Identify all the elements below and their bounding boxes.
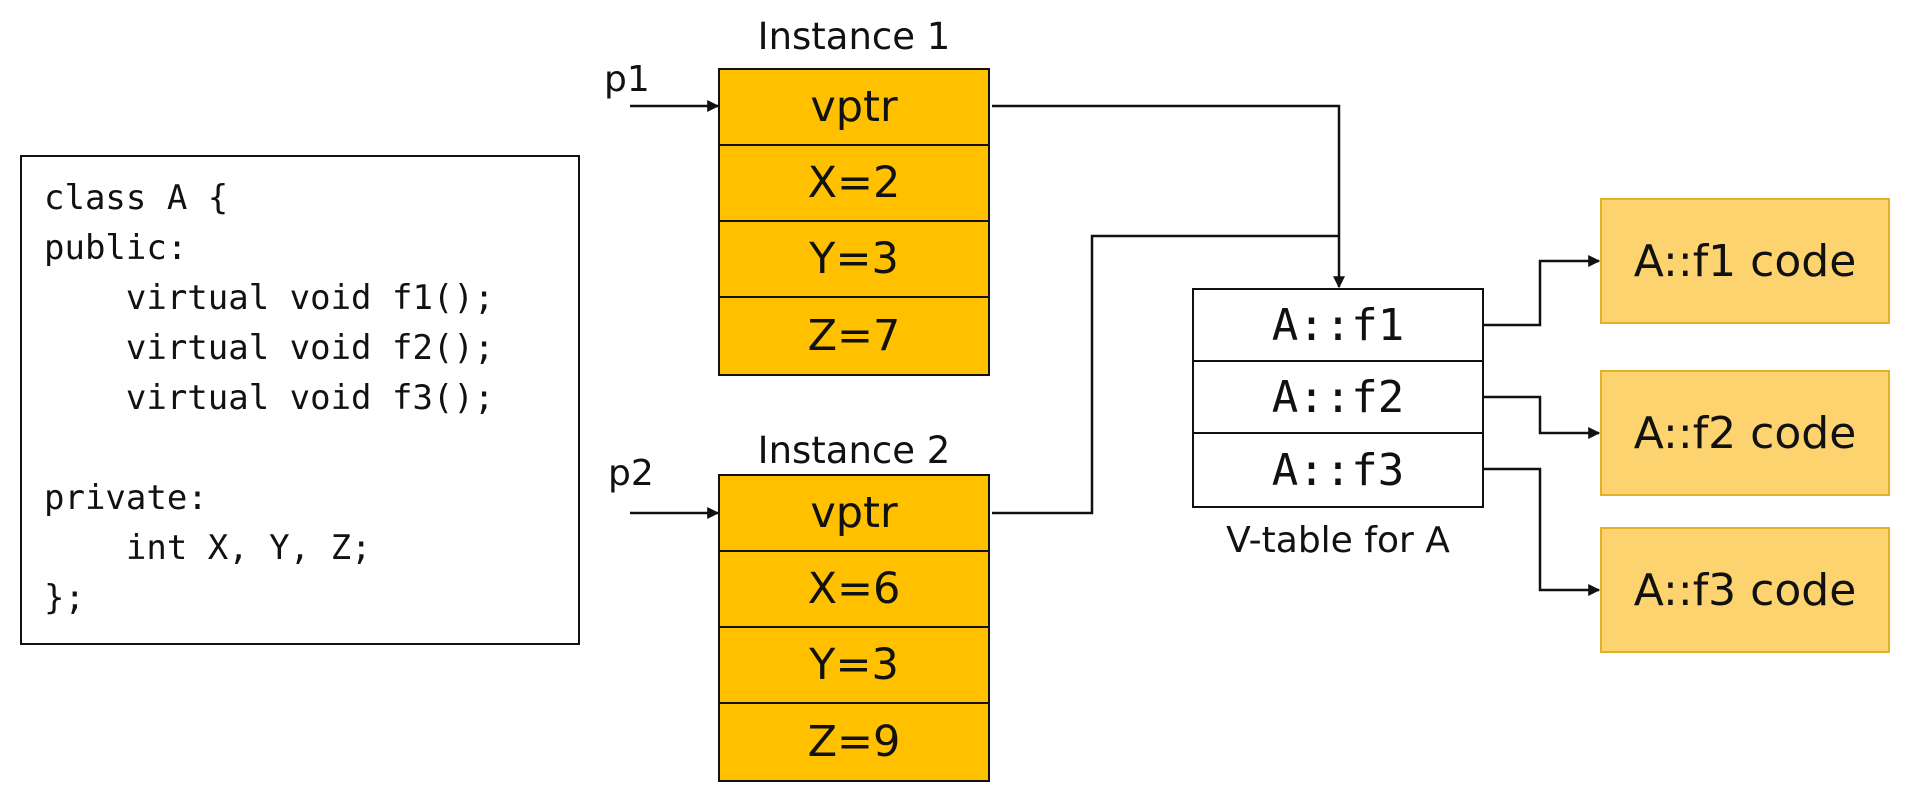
code-line: virtual void f3(); xyxy=(44,378,495,418)
f3-code-box: A::f3 code xyxy=(1600,527,1890,653)
instance1-x-cell: X=2 xyxy=(720,146,988,222)
instance2-y-cell: Y=3 xyxy=(720,628,988,704)
code-line: class A { xyxy=(44,178,229,218)
instance2-x-cell: X=6 xyxy=(720,552,988,628)
instance2-object: vptr X=6 Y=3 Z=9 xyxy=(718,474,990,782)
instance2-title: Instance 2 xyxy=(757,429,951,472)
vptr2-connector xyxy=(992,234,1339,515)
f1-connector xyxy=(1484,255,1601,327)
vtable-caption: V-table for A xyxy=(1226,520,1450,561)
vtable-entry-f1: A::f1 xyxy=(1194,290,1482,362)
code-line: }; xyxy=(44,578,85,618)
instance2-z-cell: Z=9 xyxy=(720,704,988,780)
instance1-vptr-cell: vptr xyxy=(720,70,988,146)
code-line: virtual void f2(); xyxy=(44,328,495,368)
instance1-object: vptr X=2 Y=3 Z=7 xyxy=(718,68,990,376)
code-line: virtual void f1(); xyxy=(44,278,495,318)
f1-code-box: A::f1 code xyxy=(1600,198,1890,324)
code-line: public: xyxy=(44,228,188,268)
pointer-label-p1: p1 xyxy=(604,59,650,100)
instance1-y-cell: Y=3 xyxy=(720,222,988,298)
f2-code-box: A::f2 code xyxy=(1600,370,1890,496)
f3-connector xyxy=(1484,467,1601,596)
code-line: int X, Y, Z; xyxy=(44,528,372,568)
vptr1-connector xyxy=(992,104,1345,289)
f2-connector xyxy=(1484,395,1601,439)
instance2-vptr-cell: vptr xyxy=(720,476,988,552)
code-line: private: xyxy=(44,478,208,518)
vtable-entry-f2: A::f2 xyxy=(1194,362,1482,434)
pointer-label-p2: p2 xyxy=(608,453,654,494)
vtable: A::f1 A::f2 A::f3 xyxy=(1192,288,1484,508)
instance1-z-cell: Z=7 xyxy=(720,298,988,374)
class-definition-box: class A { public: virtual void f1(); vir… xyxy=(20,155,580,645)
instance1-title: Instance 1 xyxy=(757,15,951,58)
vtable-entry-f3: A::f3 xyxy=(1271,444,1405,496)
